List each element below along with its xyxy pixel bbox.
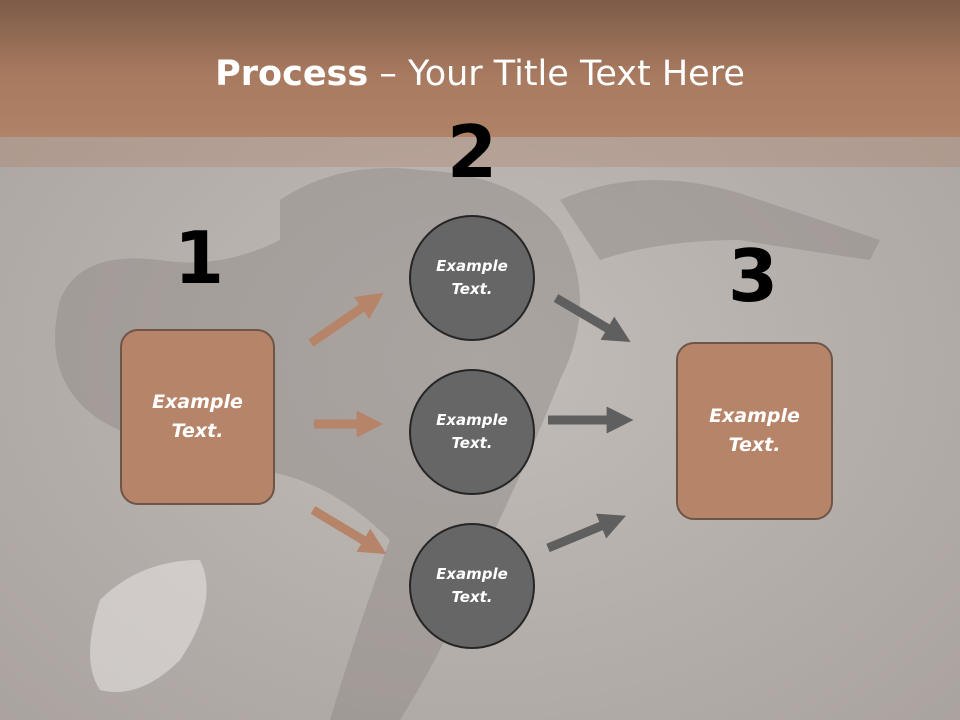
header-band bbox=[0, 0, 960, 137]
arrow-circle-top-to-box3 bbox=[553, 294, 631, 342]
slide-title-bold: Process bbox=[215, 54, 369, 94]
arrow-circle-bottom-to-box3 bbox=[546, 513, 626, 553]
arrow-box1-to-circle-top bbox=[308, 292, 384, 347]
slide-title-rest: – Your Title Text Here bbox=[368, 54, 745, 94]
step-2-circle-middle[interactable]: Example Text. bbox=[409, 369, 535, 495]
slide-title: Process – Your Title Text Here bbox=[0, 52, 960, 96]
step-number-2: 2 bbox=[446, 110, 498, 194]
circle-middle-text: Example Text. bbox=[436, 411, 508, 452]
circle-top-text: Example Text. bbox=[436, 257, 508, 298]
arrow-box1-to-circle-bottom bbox=[310, 506, 387, 555]
step-number-1: 1 bbox=[173, 216, 225, 300]
step-2-circle-bottom[interactable]: Example Text. bbox=[409, 523, 535, 649]
step-3-box-text: Example Text. bbox=[709, 405, 800, 456]
step-1-box-text: Example Text. bbox=[152, 391, 243, 442]
step-1-box[interactable]: Example Text. bbox=[120, 329, 275, 505]
step-number-3: 3 bbox=[727, 234, 779, 318]
circle-bottom-text: Example Text. bbox=[436, 565, 508, 606]
step-2-circle-top[interactable]: Example Text. bbox=[409, 215, 535, 341]
header-strip bbox=[0, 137, 960, 167]
step-3-box[interactable]: Example Text. bbox=[676, 342, 833, 520]
